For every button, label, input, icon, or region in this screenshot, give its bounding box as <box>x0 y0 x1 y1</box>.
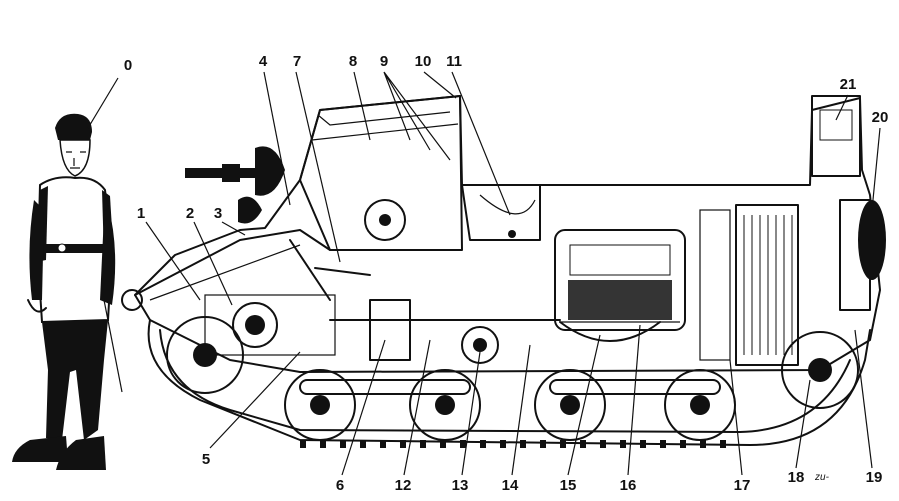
callout-18: 18 <box>788 469 805 486</box>
callout-12: 12 <box>395 477 412 494</box>
callout-0: 0 <box>124 57 132 74</box>
track-assembly <box>121 289 871 448</box>
callout-17: 17 <box>734 477 751 494</box>
callout-13: 13 <box>452 477 469 494</box>
callout-20: 20 <box>872 109 889 126</box>
callout-1: 1 <box>137 205 145 222</box>
callout-8: 8 <box>349 53 357 70</box>
callout-11: 11 <box>446 53 462 70</box>
leader-lines <box>87 71 881 476</box>
callout-9: 9 <box>380 53 388 70</box>
callout-6: 6 <box>336 477 344 494</box>
callout-10: 10 <box>415 53 432 70</box>
callout-3: 3 <box>214 205 222 222</box>
soldier-figure <box>12 113 123 470</box>
artist-signature: zu- <box>814 472 830 483</box>
callout-5: 5 <box>202 451 210 468</box>
callout-14: 14 <box>502 477 519 494</box>
tankette-hull <box>134 95 886 373</box>
callout-21: 21 <box>840 76 857 93</box>
callout-15: 15 <box>560 477 577 494</box>
radiator <box>735 204 799 366</box>
callout-labels: 0 1 2 3 4 5 6 7 8 9 10 11 12 13 14 15 16… <box>124 53 889 494</box>
callout-16: 16 <box>620 477 637 494</box>
callout-2: 2 <box>186 205 194 222</box>
callout-4: 4 <box>259 53 268 70</box>
callout-19: 19 <box>866 469 883 486</box>
callout-7: 7 <box>293 53 301 70</box>
